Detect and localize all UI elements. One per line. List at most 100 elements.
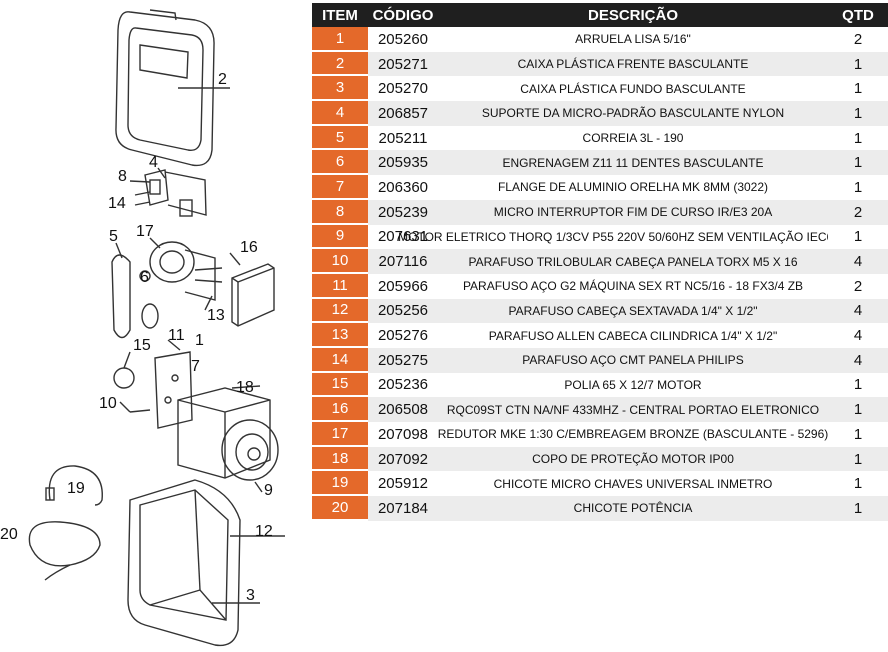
item-cell: 11	[312, 273, 368, 299]
label-8: 8	[118, 168, 127, 185]
label-3: 3	[246, 587, 255, 604]
belt-part	[111, 254, 131, 339]
harness-power-part	[28, 521, 101, 581]
code-cell: 205239	[368, 199, 438, 225]
code-cell: 205912	[368, 471, 438, 497]
desc-cell: PARAFUSO AÇO CMT PANELA PHILIPS	[438, 347, 828, 373]
code-cell: 207184	[368, 496, 438, 521]
code-cell: 205270	[368, 76, 438, 102]
desc-cell: COPO DE PROTEÇÃO MOTOR IP00	[438, 446, 828, 472]
desc-cell: PARAFUSO ALLEN CABECA CILINDRICA 1/4" X …	[438, 323, 828, 348]
code-cell: 205275	[368, 347, 438, 373]
code-cell: 205236	[368, 372, 438, 398]
code-cell: 205260	[368, 27, 438, 52]
item-cell: 9	[312, 224, 368, 250]
code-cell: 205276	[368, 323, 438, 348]
label-19: 19	[67, 480, 85, 497]
qty-cell: 4	[828, 347, 888, 373]
item-cell: 4	[312, 101, 368, 126]
item-cell: 12	[312, 298, 368, 324]
label-4: 4	[149, 154, 158, 171]
code-cell: 206360	[368, 175, 438, 200]
desc-cell: FLANGE DE ALUMINIO ORELHA MK 8MM (3022)	[438, 175, 828, 200]
label-9: 9	[264, 482, 273, 499]
code-cell: 205211	[368, 125, 438, 151]
label-13: 13	[207, 307, 225, 324]
item-cell: 8	[312, 199, 368, 225]
item-cell: 10	[312, 249, 368, 274]
label-14: 14	[108, 195, 126, 212]
qty-cell: 1	[828, 101, 888, 126]
code-cell: 205271	[368, 51, 438, 77]
label-5: 5	[109, 228, 118, 245]
item-cell: 18	[312, 446, 368, 472]
item-cell: 20	[312, 496, 368, 521]
table-header: ITEM CÓDIGO DESCRIÇÃO QTD	[312, 3, 888, 27]
qty-cell: 4	[828, 298, 888, 324]
qty-cell: 4	[828, 323, 888, 348]
desc-cell: PARAFUSO TRILOBULAR CABEÇA PANELA TORX M…	[438, 249, 828, 274]
code-cell: 206508	[368, 397, 438, 422]
item-cell: 3	[312, 76, 368, 102]
label-17: 17	[136, 223, 154, 240]
desc-cell: PARAFUSO AÇO G2 MÁQUINA SEX RT NC5/16 - …	[438, 273, 828, 299]
item-cell: 5	[312, 125, 368, 151]
qty-cell: 1	[828, 224, 888, 250]
motor-part	[177, 387, 279, 481]
label-12: 12	[255, 523, 273, 540]
label-2: 2	[218, 71, 227, 88]
qty-cell: 1	[828, 150, 888, 176]
qty-cell: 2	[828, 273, 888, 299]
desc-cell: MICRO INTERRUPTOR FIM DE CURSO IR/E3 20A	[438, 199, 828, 225]
item-cell: 7	[312, 175, 368, 200]
qty-cell: 1	[828, 446, 888, 472]
label-16: 16	[240, 239, 258, 256]
desc-cell: ENGRENAGEM Z11 11 DENTES BASCULANTE	[438, 150, 828, 176]
code-cell: 205935	[368, 150, 438, 176]
header-desc: DESCRIÇÃO	[587, 6, 678, 24]
code-cell: 207631	[368, 224, 438, 250]
label-15: 15	[133, 337, 151, 354]
code-cell: 207092	[368, 446, 438, 472]
rear-box-part	[127, 479, 241, 647]
item-cell: 14	[312, 347, 368, 373]
label-1: 1	[195, 332, 204, 349]
item-cell: 6	[312, 150, 368, 176]
qty-cell: 1	[828, 175, 888, 200]
qty-cell: 1	[828, 125, 888, 151]
desc-cell: CAIXA PLÁSTICA FUNDO BASCULANTE	[438, 76, 828, 102]
desc-cell: CORREIA 3L - 190	[438, 125, 828, 151]
label-6: 6	[140, 269, 149, 286]
exploded-parts-diagram: 2 4 8 14 17 5 16 6 13 11 1 15 7 18 10 19…	[0, 9, 285, 647]
item-cell: 16	[312, 397, 368, 422]
item-cell: 1	[312, 27, 368, 52]
desc-cell: RQC09ST CTN NA/NF 433MHZ - CENTRAL PORTA…	[438, 397, 828, 422]
item-cell: 19	[312, 471, 368, 497]
harness-micro-part	[45, 465, 103, 506]
code-cell: 207098	[368, 422, 438, 447]
qty-cell: 2	[828, 27, 888, 52]
reducer-part	[139, 241, 223, 329]
qty-cell: 1	[828, 51, 888, 77]
code-cell: 207116	[368, 249, 438, 274]
qty-cell: 1	[828, 397, 888, 422]
header-code: CÓDIGO	[372, 6, 434, 24]
desc-cell: SUPORTE DA MICRO-PADRÃO BASCULANTE NYLON	[438, 101, 828, 126]
